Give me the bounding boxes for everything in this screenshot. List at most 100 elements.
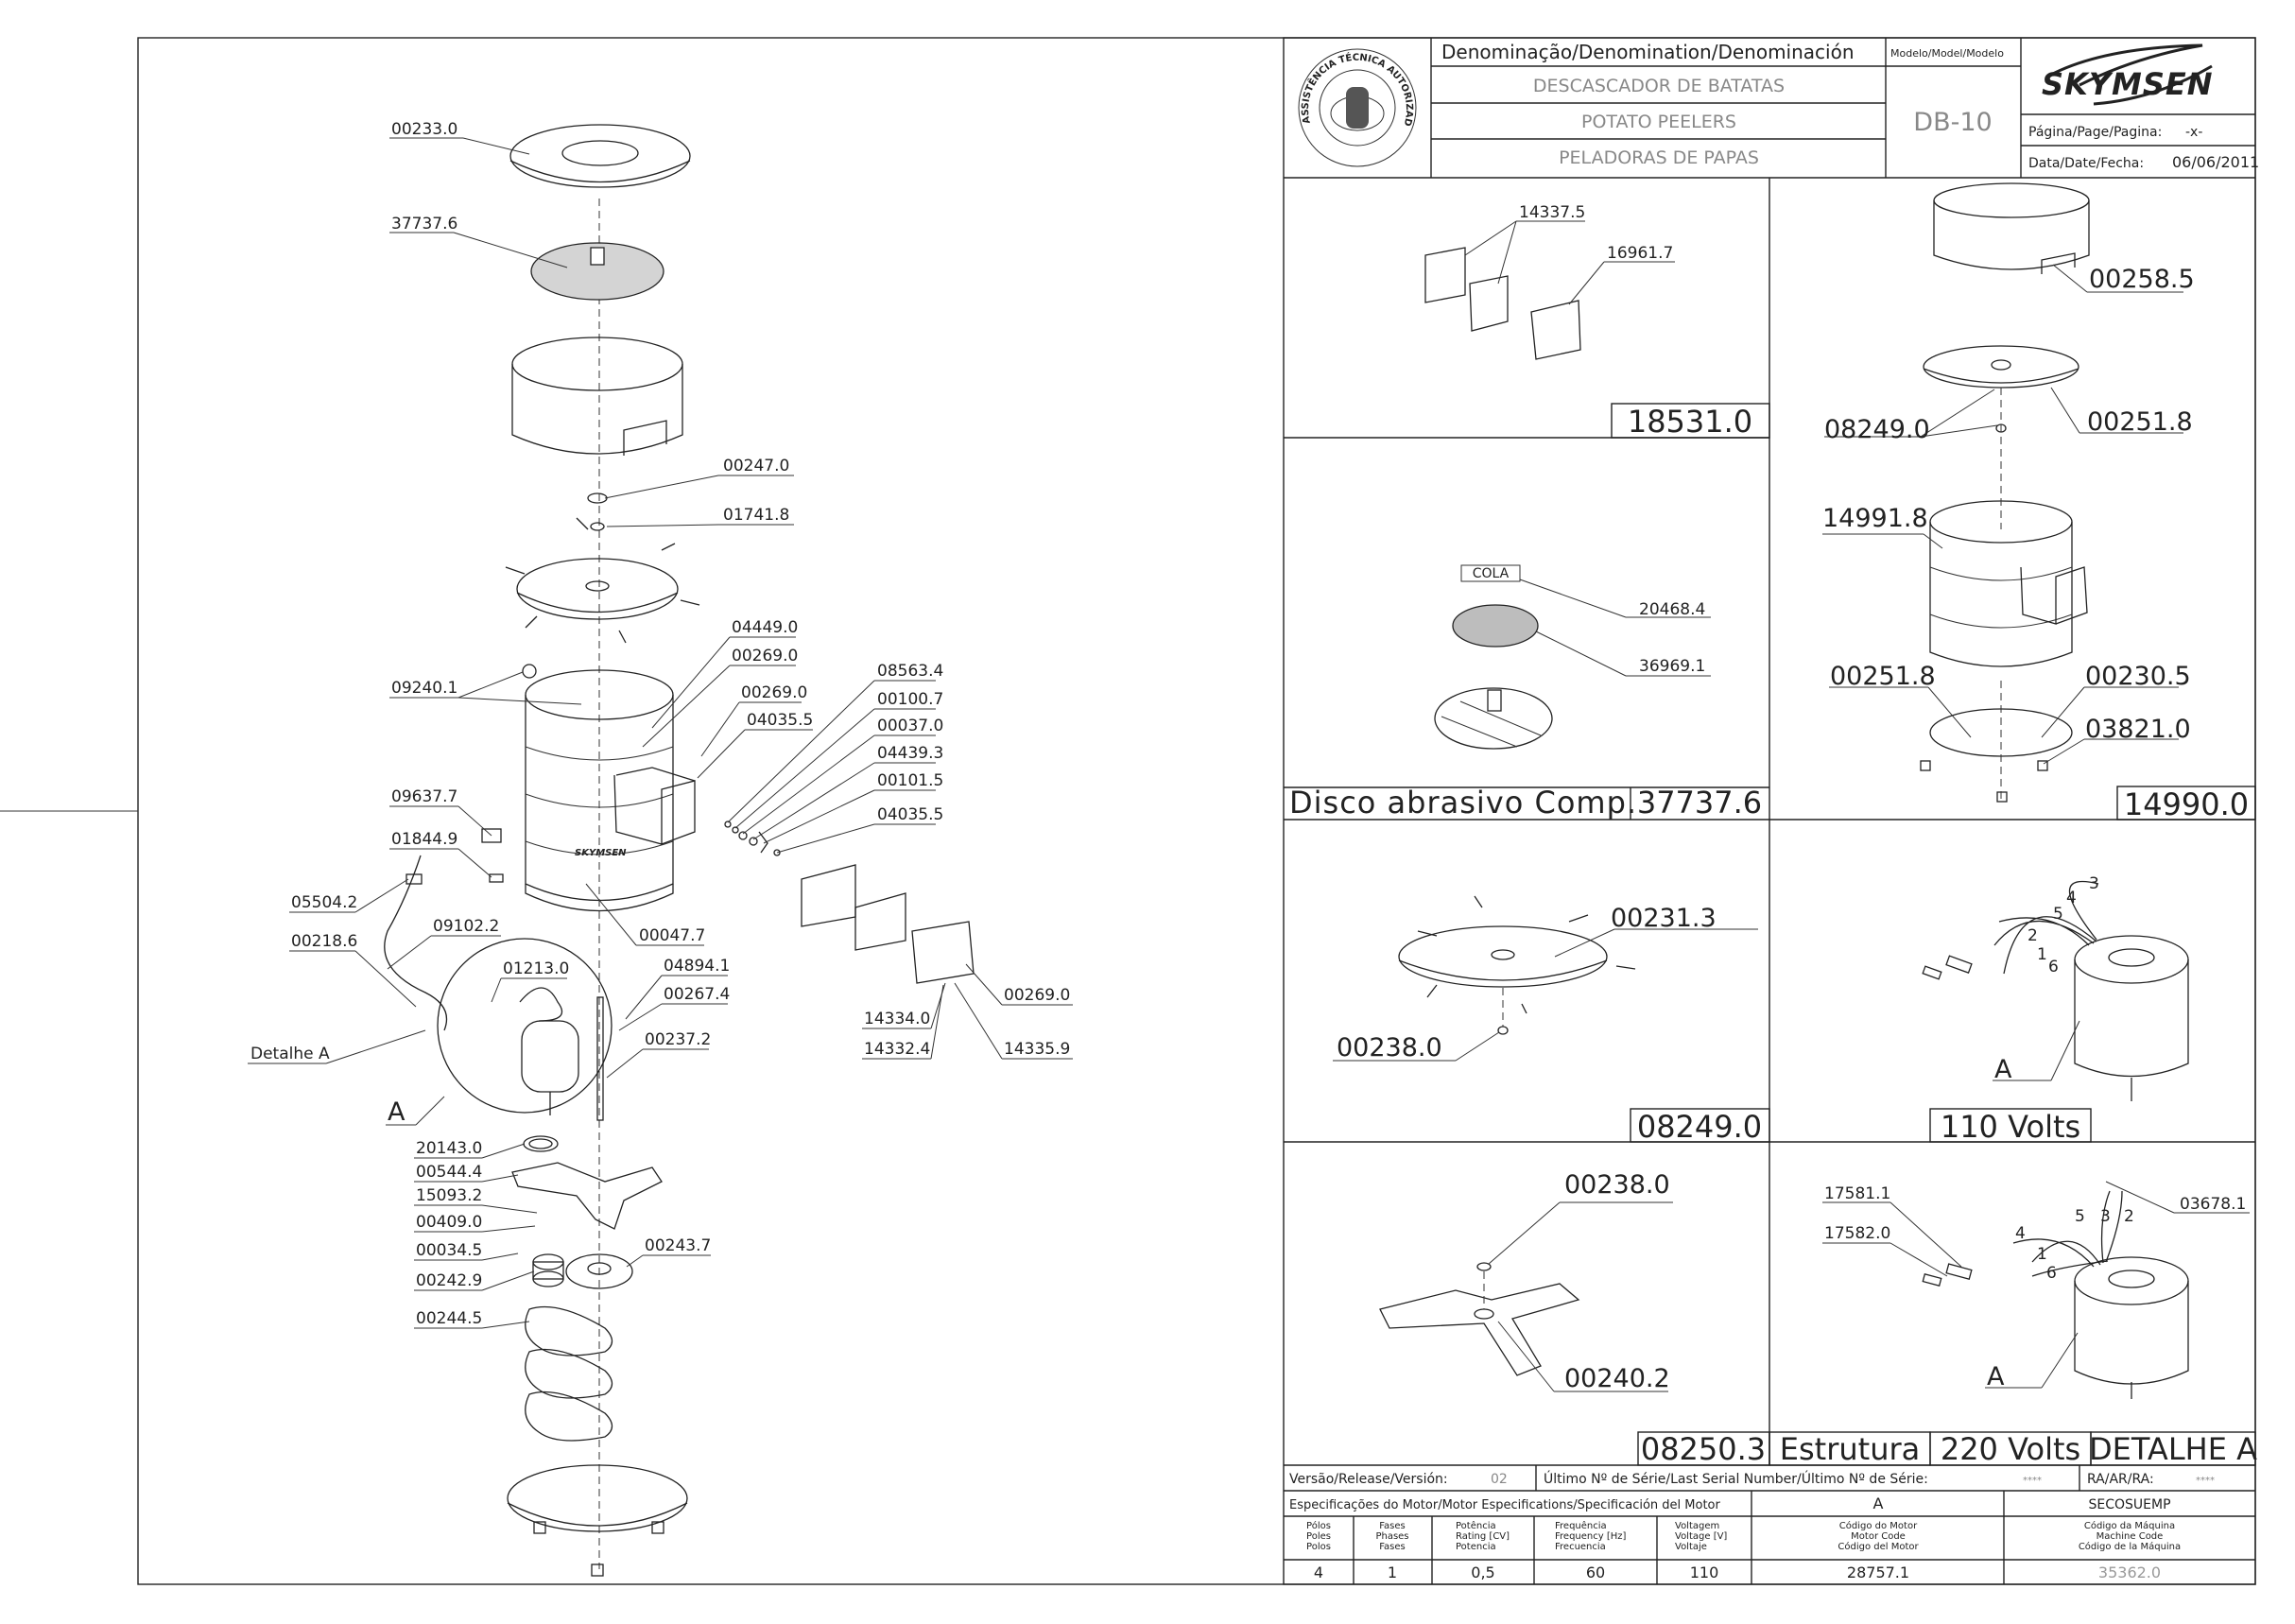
ra-label: RA/AR/RA: [2087, 1472, 2154, 1487]
part-label: 01741.8 [723, 506, 789, 525]
version-value: 02 [1491, 1472, 1508, 1487]
svg-text:Voltaje: Voltaje [1675, 1542, 1707, 1552]
part-label: 17582.0 [1824, 1224, 1890, 1243]
frequency-value: 60 [1586, 1564, 1605, 1581]
model-code: DB-10 [1913, 108, 1992, 137]
part-label: 08249.0 [1824, 415, 1930, 444]
svg-text:Fases: Fases [1379, 1521, 1406, 1531]
svg-text:1: 1 [2037, 1245, 2047, 1264]
svg-text:Frequency [Hz]: Frequency [Hz] [1555, 1531, 1627, 1542]
svg-text:Pólos: Pólos [1306, 1520, 1331, 1531]
skymsen-logo: SKYMSEN [2042, 43, 2214, 106]
motor-spec-label: Especificações do Motor/Motor Especifica… [1289, 1498, 1720, 1512]
svg-text:Machine Code: Machine Code [2097, 1531, 2164, 1542]
column-headers: Pólos Poles Polos Fases Phases Fases Pot… [1306, 1520, 2181, 1552]
motor-letter: A [1994, 1055, 2012, 1084]
part-label: 00409.0 [416, 1213, 482, 1232]
cell-code: 08250.3 [1641, 1431, 1766, 1467]
cell-code: 14990.0 [2124, 786, 2249, 822]
cell-motor-110v: 3 4 5 2 1 6 A 110 Volts [1922, 874, 2189, 1145]
motor-code-value: 28757.1 [1847, 1564, 1909, 1581]
leader-lines [248, 137, 1073, 1329]
name-en: POTATO PEELERS [1581, 112, 1736, 132]
part-label: 00034.5 [416, 1241, 482, 1260]
cable-drawing [384, 855, 448, 1031]
part-label: 00269.0 [741, 683, 807, 702]
part-label: 00267.4 [664, 985, 730, 1004]
cell-blade-kit: 14337.5 16961.7 18531.0 [1424, 203, 1770, 440]
part-label: 00544.4 [416, 1163, 482, 1182]
phases-value: 1 [1388, 1564, 1397, 1581]
date-label: Data/Date/Fecha: [2028, 156, 2144, 171]
ra-value: **** [2196, 1476, 2215, 1486]
plate-drawing [505, 517, 700, 644]
svg-text:Potência: Potência [1456, 1520, 1496, 1531]
svg-text:SKYMSEN: SKYMSEN [2042, 66, 2214, 102]
part-label: 08563.4 [877, 662, 943, 681]
part-label: 04035.5 [877, 805, 943, 824]
part-label: 00258.5 [2089, 265, 2195, 294]
part-label: 00218.6 [291, 932, 357, 951]
voltage-value: 110 [1690, 1564, 1719, 1581]
rating-value: 0,5 [1471, 1564, 1494, 1581]
part-label: 05504.2 [291, 893, 357, 912]
detail-grid [1284, 178, 2255, 1466]
part-label: 14335.9 [1004, 1040, 1070, 1059]
part-label: 03821.0 [2085, 715, 2191, 744]
cell-code: 37737.6 [1637, 785, 1762, 821]
svg-text:Código da Máquina: Código da Máquina [2084, 1520, 2175, 1531]
part-label: 00243.7 [645, 1236, 711, 1255]
part-label: 00237.2 [645, 1030, 711, 1049]
part-label: 09240.1 [391, 679, 457, 698]
part-label: 00100.7 [877, 690, 943, 709]
abrasive-disc-drawing [530, 242, 664, 301]
svg-text:Motor Code: Motor Code [1851, 1531, 1906, 1542]
machine-name: SECOSUEMP [2088, 1497, 2170, 1512]
part-label: 14332.4 [864, 1040, 930, 1059]
lid-ring-drawing [509, 124, 691, 188]
svg-text:2: 2 [2028, 926, 2038, 945]
cell-plate-assembly: 00231.3 00238.0 08249.0 [1333, 895, 1770, 1145]
part-label: 01844.9 [391, 830, 457, 849]
serial-value: **** [2023, 1476, 2042, 1486]
part-label: 14991.8 [1822, 504, 1928, 533]
cell-motor-220v: 5 3 2 4 1 6 17581.1 17582.0 03678.1 A 22… [1822, 1181, 2257, 1467]
cell-cylinder-assembly: 00258.5 08249.0 00251.8 14991.8 00251.8 … [1822, 182, 2256, 822]
page-label: Página/Page/Pagina: [2028, 125, 2162, 140]
svg-text:5: 5 [2053, 905, 2063, 924]
part-label: 14337.5 [1519, 203, 1585, 222]
svg-text:1: 1 [2037, 945, 2047, 964]
part-label: 00101.5 [877, 771, 943, 790]
detail-letter: A [388, 1097, 406, 1127]
detail-label: Detalhe A [250, 1045, 330, 1063]
part-label: 04449.0 [732, 618, 798, 637]
svg-text:2: 2 [2124, 1207, 2134, 1226]
seal-text: ASSISTÊNCIA TÉCNICA AUTORIZADA [0, 0, 1414, 127]
model-header: Modelo/Model/Modelo [1890, 47, 2004, 60]
svg-text:Voltage [V]: Voltage [V] [1675, 1531, 1727, 1542]
part-label: 01213.0 [503, 959, 569, 978]
name-es: PELADORAS DE PAPAS [1559, 147, 1759, 168]
svg-text:Phases: Phases [1375, 1531, 1408, 1542]
svg-text:4: 4 [2066, 889, 2077, 907]
svg-text:Frecuencia: Frecuencia [1555, 1542, 1606, 1552]
svg-text:3: 3 [2089, 874, 2099, 893]
footer-table: Versão/Release/Versión: 02 Último Nº de … [1284, 1465, 2255, 1584]
part-label: 20468.4 [1639, 600, 1705, 619]
svg-text:Código del Motor: Código del Motor [1838, 1541, 1919, 1552]
svg-text:Frequência: Frequência [1555, 1520, 1607, 1531]
serial-label: Último Nº de Série/Last Serial Number/Úl… [1544, 1470, 1928, 1487]
part-label: 00238.0 [1337, 1033, 1442, 1063]
part-label: 00251.8 [2087, 407, 2193, 437]
svg-text:4: 4 [2015, 1224, 2026, 1243]
part-label: 00247.0 [723, 457, 789, 475]
glue-note: COLA [1473, 566, 1510, 581]
part-label: 00230.5 [2085, 662, 2191, 691]
authorized-service-seal: ASSISTÊNCIA TÉCNICA AUTORIZADA [0, 0, 1417, 167]
version-label: Versão/Release/Versión: [1289, 1472, 1448, 1487]
svg-text:Polos: Polos [1306, 1542, 1331, 1552]
denomination-header: Denominação/Denomination/Denominación [1441, 41, 1855, 63]
svg-text:6: 6 [2048, 958, 2059, 976]
part-label: 15093.2 [416, 1186, 482, 1205]
